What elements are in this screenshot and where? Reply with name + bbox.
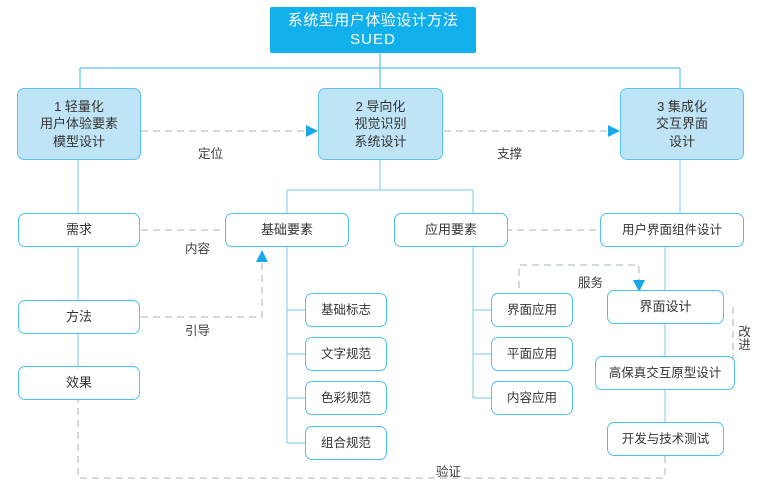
pillar-3-line-1: 3 集成化 — [657, 99, 707, 115]
node-basic-elements[interactable]: 基础要素 — [225, 213, 349, 247]
pillar-3-line-2: 交互界面 — [655, 116, 708, 132]
node-graphic-application[interactable]: 平面应用 — [491, 337, 573, 371]
pillar-node-3[interactable]: 3 集成化 交互界面 设计 — [620, 88, 744, 160]
edge-label-service: 服务 — [578, 276, 604, 290]
pillar-1-line-1: 1 轻量化 — [54, 99, 104, 115]
node-typography-spec[interactable]: 文字规范 — [305, 337, 387, 371]
edge-label-support: 支撑 — [497, 147, 523, 161]
arrowhead-to-pillar2 — [306, 125, 318, 137]
edge-label-verify: 验证 — [436, 465, 462, 479]
pillar-2-line-3: 系统设计 — [354, 133, 407, 149]
pillar-node-2[interactable]: 2 导向化 视觉识别 系统设计 — [318, 88, 443, 160]
node-method[interactable]: 方法 — [18, 300, 140, 334]
node-ui-component-design[interactable]: 用户界面组件设计 — [600, 213, 744, 247]
arrow-heads — [72, 125, 710, 378]
arrowhead-to-jichu — [256, 250, 268, 262]
title-line-2: SUED — [350, 31, 396, 48]
edge-dash-fangfa-jichu — [141, 262, 263, 318]
pillar-1-line-2: 用户体验要素 — [39, 116, 118, 132]
pillar-2-line-2: 视觉识别 — [354, 116, 407, 132]
title-line-1: 系统型用户体验设计方法 — [287, 11, 459, 29]
pillar-2-line-1: 2 导向化 — [355, 99, 406, 115]
node-dev-and-testing[interactable]: 开发与技术测试 — [607, 422, 724, 456]
node-interface-design[interactable]: 界面设计 — [607, 290, 724, 324]
edge-label-content: 内容 — [185, 242, 211, 256]
edge-label-guide: 引导 — [185, 324, 211, 338]
node-requirement[interactable]: 需求 — [18, 213, 140, 247]
pillar-node-1[interactable]: 1 轻量化 用户体验要素 模型设计 — [17, 88, 141, 160]
node-hifi-prototype-design[interactable]: 高保真交互原型设计 — [595, 356, 735, 390]
edge-label-positioning: 定位 — [198, 147, 224, 161]
arrowhead-to-pillar3 — [608, 125, 620, 137]
pillar-3-line-3: 设计 — [668, 133, 695, 149]
edge-label-improve: 改进 — [738, 325, 751, 353]
node-application-elements[interactable]: 应用要素 — [394, 213, 508, 247]
node-composition-spec[interactable]: 组合规范 — [305, 426, 387, 460]
node-interface-application[interactable]: 界面应用 — [491, 293, 573, 327]
node-basic-logo[interactable]: 基础标志 — [305, 293, 387, 327]
pillar-1-line-3: 模型设计 — [52, 133, 105, 149]
node-effect[interactable]: 效果 — [18, 366, 140, 400]
node-content-application[interactable]: 内容应用 — [491, 381, 573, 415]
node-color-spec[interactable]: 色彩规范 — [305, 381, 387, 415]
diagram-title: 系统型用户体验设计方法 SUED — [270, 7, 476, 53]
